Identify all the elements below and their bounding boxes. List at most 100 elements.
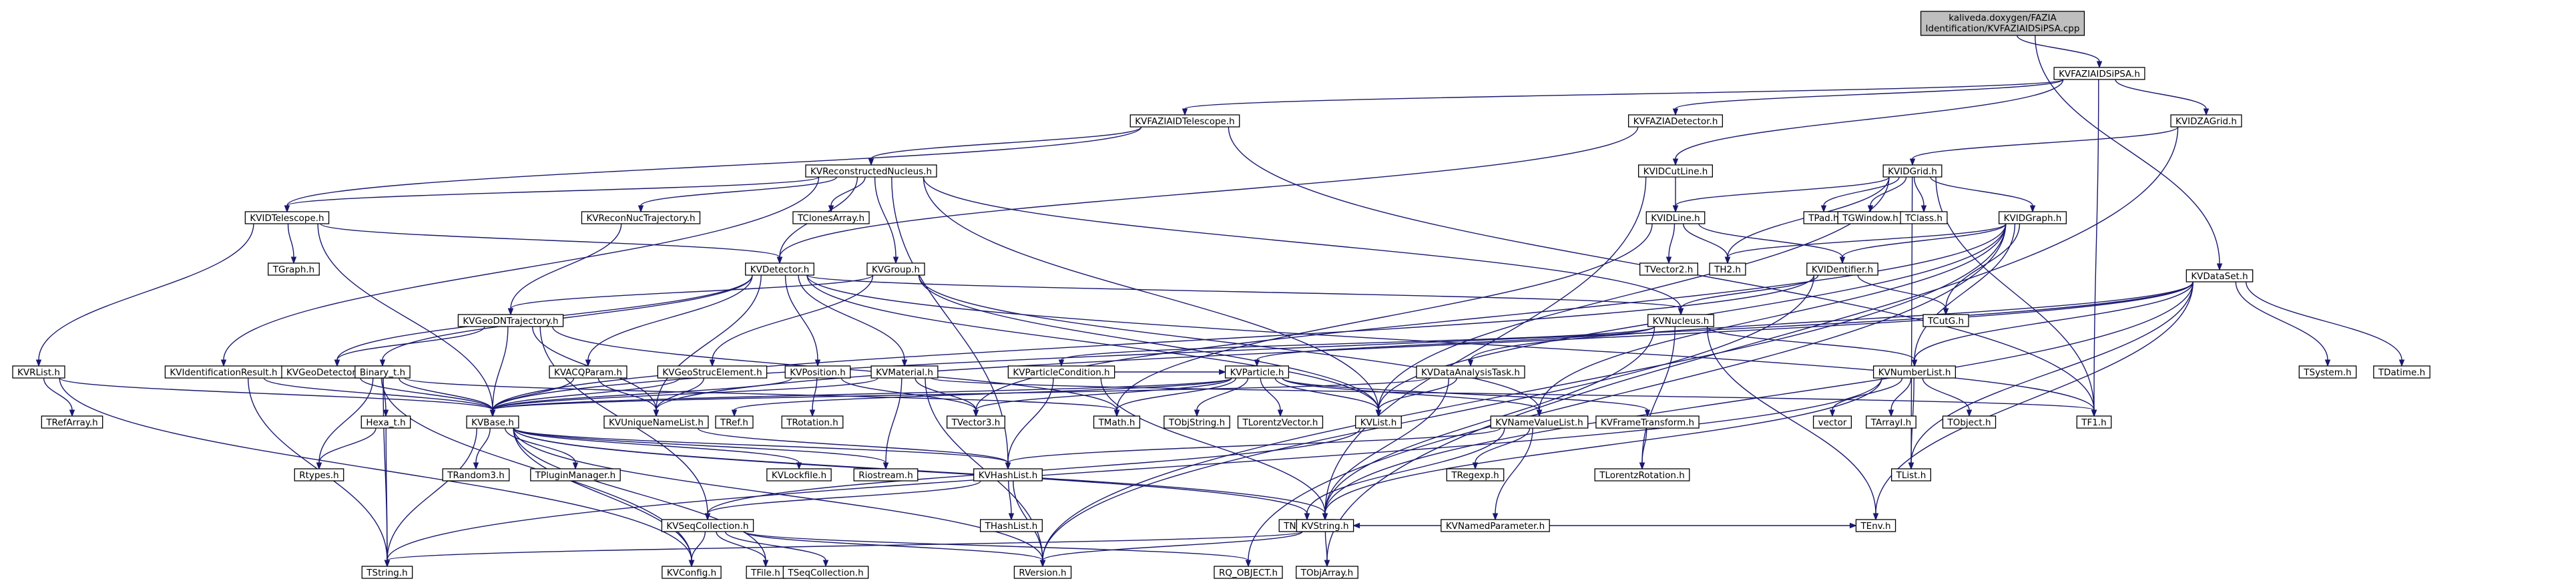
node-riostream-h[interactable]: Riostream.h xyxy=(853,468,919,481)
node-kvreconstructednucleus-h[interactable]: KVReconstructedNucleus.h xyxy=(805,164,937,178)
node-kvframetransform-h[interactable]: KVFrameTransform.h xyxy=(1595,415,1700,429)
node-kvgeostrucelement-h[interactable]: KVGeoStrucElement.h xyxy=(657,365,768,379)
node-kvreconnuctrajectory-h[interactable]: KVReconNucTrajectory.h xyxy=(581,211,701,224)
edge-arrowhead xyxy=(1113,409,1120,417)
node-vector[interactable]: vector xyxy=(1812,415,1852,429)
node-tsystem-h[interactable]: TSystem.h xyxy=(2298,365,2357,379)
node-kvlockfile-h[interactable]: KVLockfile.h xyxy=(766,468,832,481)
node-rversion-h[interactable]: RVersion.h xyxy=(1013,566,1072,579)
node-kvdetector-h[interactable]: KVDetector.h xyxy=(745,262,814,276)
node-kvfaziaidsipsa-cpp[interactable]: kaliveda.doxygen/FAZIAIdentification/KVF… xyxy=(1920,11,2085,36)
node-kvidentificationresult-h[interactable]: KVIdentificationResult.h xyxy=(164,365,283,379)
node-kvidzagrid-h[interactable]: KVIDZAGrid.h xyxy=(2170,114,2242,128)
node-kvfaziaidsipsa-h[interactable]: KVFAZIAIDSiPSA.h xyxy=(2053,67,2145,80)
node-kvgeodntrajectory-h[interactable]: KVGeoDNTrajectory.h xyxy=(457,314,564,327)
edge-kvrlist-h-to-trefarray-h xyxy=(43,377,73,411)
node-tlorentzrotation-h[interactable]: TLorentzRotation.h xyxy=(1594,468,1690,481)
node-kvnamevaluelist-h[interactable]: KVNameValueList.h xyxy=(1490,415,1589,429)
node-kvdataset-h[interactable]: KVDataSet.h xyxy=(2185,269,2254,282)
node-th2-h[interactable]: TH2.h xyxy=(1709,262,1746,276)
node-trandom3-h[interactable]: TRandom3.h xyxy=(442,468,510,481)
edge-arrowhead xyxy=(382,409,389,417)
node-kvfaziadetector-h[interactable]: KVFAZIADetector.h xyxy=(1627,114,1724,128)
node-kvconfig-h[interactable]: KVConfig.h xyxy=(662,566,722,579)
node-kvfaziaidtelescope-h[interactable]: KVFAZIAIDTelescope.h xyxy=(1129,114,1240,128)
node-tclonesarray-h[interactable]: TClonesArray.h xyxy=(792,211,870,224)
node-tseqcollection-h[interactable]: TSeqCollection.h xyxy=(782,566,869,579)
edge-arrowhead xyxy=(637,205,644,213)
node-kvuniquenamelist-h[interactable]: KVUniqueNameList.h xyxy=(603,415,709,429)
edge-arrowhead xyxy=(688,560,695,568)
node-trotation-h[interactable]: TRotation.h xyxy=(781,415,844,429)
edge-kvnamevaluelist-h-to-tnamed-h xyxy=(1306,427,1505,514)
edge-arrowhead xyxy=(35,359,42,367)
node-kvidentifier-h[interactable]: KVIDentifier.h xyxy=(1806,262,1878,276)
node-box xyxy=(1594,468,1690,481)
node-kvlist-h[interactable]: KVList.h xyxy=(1355,415,1402,429)
node-tpad-h[interactable]: TPad.h xyxy=(1803,211,1844,224)
node-kvmaterial-h[interactable]: KVMaterial.h xyxy=(870,365,939,379)
node-kvparticlecondition-h[interactable]: KVParticleCondition.h xyxy=(1007,365,1115,379)
node-binary-t-h[interactable]: Binary_t.h xyxy=(354,365,411,379)
node-tgwindow-h[interactable]: TGWindow.h xyxy=(1837,211,1904,224)
node-label: TRandom3.h xyxy=(447,470,505,481)
node-tlist-h[interactable]: TList.h xyxy=(1890,468,1932,481)
node-tcutg-h[interactable]: TCutG.h xyxy=(1922,314,1969,327)
node-label: TDatime.h xyxy=(2378,367,2425,378)
node-hexa-t-h[interactable]: Hexa_t.h xyxy=(360,415,411,429)
node-tstring-h[interactable]: TString.h xyxy=(361,566,413,579)
node-kvparticle-h[interactable]: KVParticle.h xyxy=(1224,365,1290,379)
node-kvacqparam-h[interactable]: KVACQParam.h xyxy=(549,365,627,379)
node-tvector3-h[interactable]: TVector3.h xyxy=(946,415,1006,429)
node-rtypes-h[interactable]: Rtypes.h xyxy=(294,468,344,481)
edge-kvreconstructednucleus-h-to-kvreconnuctrajectory-h xyxy=(640,176,837,206)
node-kvseqcollection-h[interactable]: KVSeqCollection.h xyxy=(661,519,754,532)
node-box xyxy=(1441,519,1550,532)
node-kvnamedparameter-h[interactable]: KVNamedParameter.h xyxy=(1441,519,1550,532)
node-kvhashlist-h[interactable]: KVHashList.h xyxy=(973,468,1043,481)
node-kvstring-h[interactable]: KVString.h xyxy=(1296,519,1354,532)
edge-kvfaziaidtelescope-h-to-kvidtelescope-h xyxy=(286,126,1142,206)
node-kvnumberlist-h[interactable]: KVNumberList.h xyxy=(1872,365,1957,379)
edge-kvmaterial-h-to-tf1-h xyxy=(931,377,2095,411)
node-tlorentzvector-h[interactable]: TLorentzVector.h xyxy=(1237,415,1324,429)
node-label: KVRList.h xyxy=(17,367,60,378)
node-tdatime-h[interactable]: TDatime.h xyxy=(2373,365,2430,379)
node-tref-h[interactable]: TRef.h xyxy=(715,415,754,429)
node-tf1-h[interactable]: TF1.h xyxy=(2076,415,2112,429)
node-tpluginmanager-h[interactable]: TPluginManager.h xyxy=(530,468,621,481)
node-tenv-h[interactable]: TEnv.h xyxy=(1855,519,1896,532)
node-label: TString.h xyxy=(366,568,407,578)
edge-arrowhead xyxy=(1672,205,1679,213)
node-tobjarray-h[interactable]: TObjArray.h xyxy=(1296,566,1358,579)
node-kvdataanalysistask-h[interactable]: KVDataAnalysisTask.h xyxy=(1416,365,1525,379)
edge-kvdataset-h-to-tsystem-h xyxy=(2235,281,2328,361)
node-kvnucleus-h[interactable]: KVNucleus.h xyxy=(1647,314,1714,327)
node-rq-object-h[interactable]: RQ_OBJECT.h xyxy=(1214,566,1283,579)
node-kvrlist-h[interactable]: KVRList.h xyxy=(12,365,65,379)
node-trefarray-h[interactable]: TRefArray.h xyxy=(41,415,103,429)
node-kvidline-h[interactable]: KVIDLine.h xyxy=(1645,211,1706,224)
node-tgraph-h[interactable]: TGraph.h xyxy=(268,262,320,276)
node-tarrayi-h[interactable]: TArrayI.h xyxy=(1866,415,1916,429)
node-label: KVNucleus.h xyxy=(1653,316,1710,327)
node-tobjstring-h[interactable]: TObjString.h xyxy=(1164,415,1230,429)
node-tfile-h[interactable]: TFile.h xyxy=(746,566,786,579)
node-kvidgrid-h[interactable]: KVIDGrid.h xyxy=(1882,164,1943,178)
node-tvector2-h[interactable]: TVector2.h xyxy=(1639,262,1699,276)
node-tmath-h[interactable]: TMath.h xyxy=(1093,415,1141,429)
node-thashlist-h[interactable]: THashList.h xyxy=(979,519,1043,532)
node-kvidtelescope-h[interactable]: KVIDTelescope.h xyxy=(244,211,330,224)
node-box xyxy=(1812,415,1852,429)
edge-kvgroup-h-to-kvgeostrucelement-h xyxy=(712,274,874,361)
edge-kvidgraph-h-to-rversion-h xyxy=(1042,223,2007,561)
node-tregexp-h[interactable]: TRegexp.h xyxy=(1446,468,1505,481)
node-kvidcutline-h[interactable]: KVIDCutLine.h xyxy=(1637,164,1714,178)
node-kvidgraph-h[interactable]: KVIDGraph.h xyxy=(1998,211,2067,224)
node-kvbase-h[interactable]: KVBase.h xyxy=(466,415,519,429)
node-kvposition-h[interactable]: KVPosition.h xyxy=(784,365,851,379)
edge-kvidgraph-h-to-kvnamevaluelist-h xyxy=(1539,223,2007,411)
node-kvgroup-h[interactable]: KVGroup.h xyxy=(866,262,925,276)
node-tobject-h[interactable]: TObject.h xyxy=(1942,415,1997,429)
node-tclass-h[interactable]: TClass.h xyxy=(1900,211,1948,224)
